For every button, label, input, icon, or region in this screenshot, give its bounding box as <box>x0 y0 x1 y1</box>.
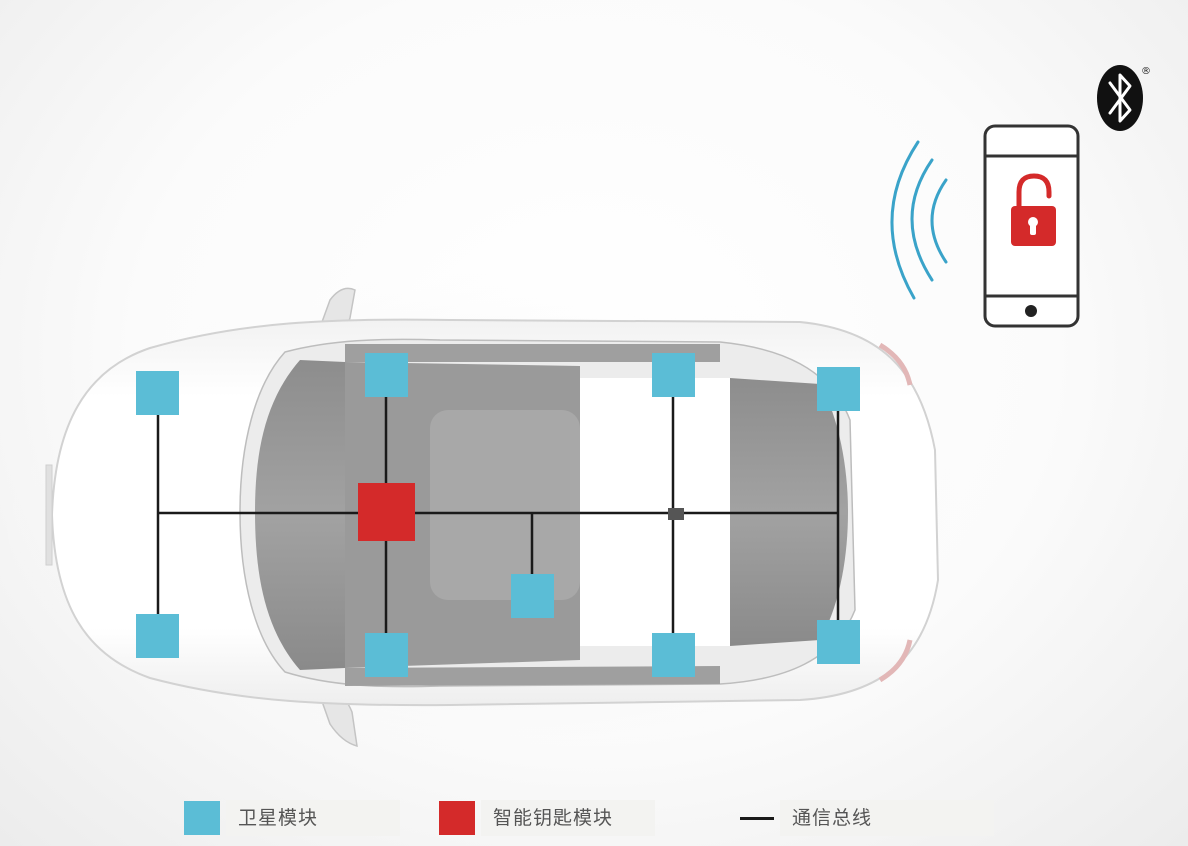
satellite-module-c-pillar-left <box>652 353 695 397</box>
car-top-view <box>45 287 940 748</box>
unlock-icon <box>1011 173 1056 246</box>
legend-satellite-swatch <box>184 801 220 835</box>
legend-bus-label: 通信总线 <box>780 800 994 836</box>
legend-smart-key-swatch <box>439 801 475 835</box>
wireless-signal-icon <box>890 140 948 300</box>
satellite-module-center <box>511 574 554 618</box>
satellite-module-rear-right <box>817 620 860 664</box>
bluetooth-icon: ® <box>1097 65 1151 131</box>
legend-smart-key: 智能钥匙模块 <box>439 800 655 836</box>
legend-bus: 通信总线 <box>740 800 994 836</box>
windshield <box>255 360 345 670</box>
bus-junction <box>668 508 684 520</box>
legend-satellite-label: 卫星模块 <box>226 800 400 836</box>
satellite-module-a-pillar-right <box>365 633 408 677</box>
legend-satellite: 卫星模块 <box>184 800 400 836</box>
home-button <box>1025 305 1037 317</box>
satellite-module-a-pillar-left <box>365 353 408 397</box>
smart-key-module <box>358 483 415 541</box>
legend-bus-swatch <box>740 816 774 820</box>
bluetooth-registered-mark: ® <box>1141 66 1151 77</box>
satellite-module-rear-left <box>817 367 860 411</box>
satellite-module-front-left <box>136 371 179 415</box>
satellite-module-front-right <box>136 614 179 658</box>
satellite-modules <box>136 353 860 677</box>
satellite-module-c-pillar-right <box>652 633 695 677</box>
legend-smart-key-label: 智能钥匙模块 <box>481 800 655 836</box>
